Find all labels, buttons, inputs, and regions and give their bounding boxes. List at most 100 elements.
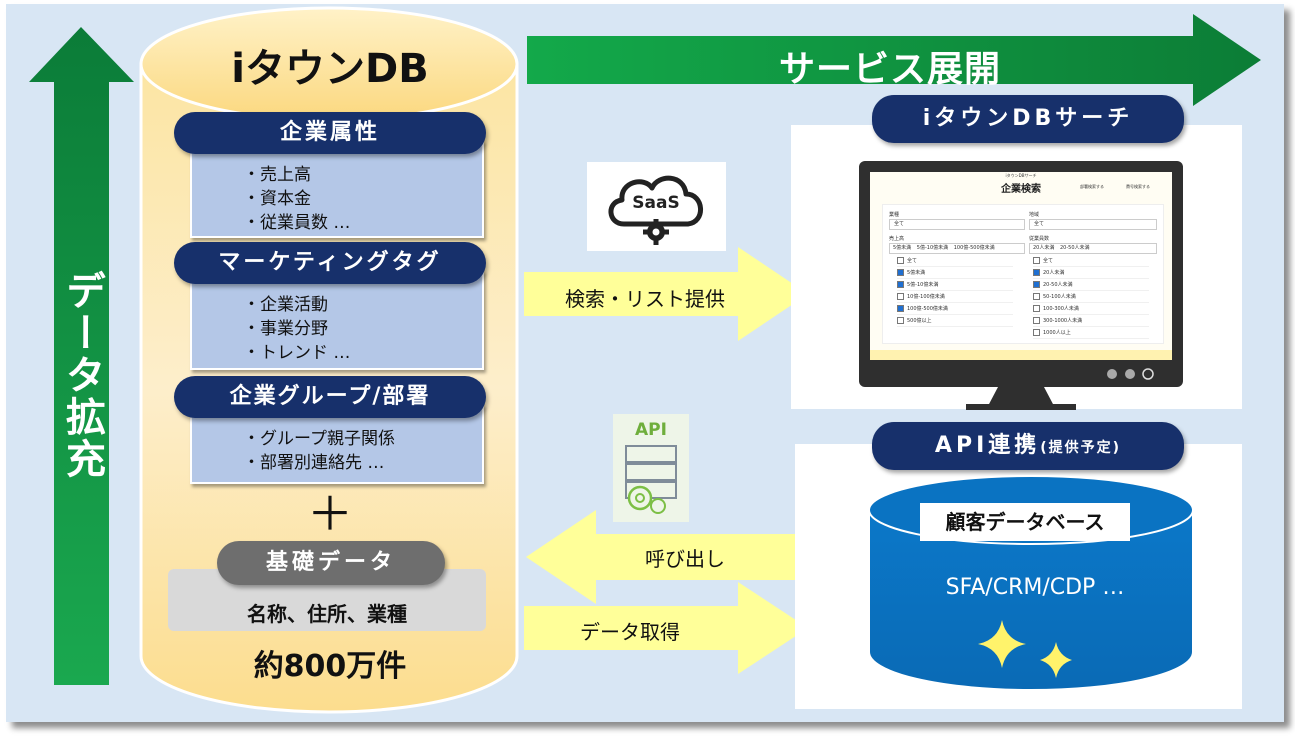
api-server-icon: [625, 445, 677, 514]
screen-option-label: 500億以上: [907, 318, 932, 324]
service-expansion-arrow: [527, 14, 1261, 106]
screen-phone-search-button[interactable]: 費号検索する: [1126, 184, 1150, 189]
screen-option-row[interactable]: 500億以上: [897, 315, 1013, 327]
base-data-label: 基礎データ: [217, 541, 445, 585]
checked-box-icon[interactable]: [1033, 269, 1040, 276]
screen-employees-select[interactable]: 20人未満 20-50人未満: [1029, 243, 1157, 254]
screen-option-label: 5億未満: [907, 270, 926, 276]
api-panel-title: API連携(提供予定): [872, 422, 1184, 470]
section-group-department-label: 企業グループ/部署: [174, 376, 486, 418]
screen-sales-select[interactable]: 5億未満 5億-10億未満 100億-500億未満: [889, 243, 1025, 254]
unchecked-box-icon[interactable]: [1033, 317, 1040, 324]
screen-sales-options: 全て 5億未満 5億-10億未満 10億-100億未満 100億-500億未満 500億以…: [897, 255, 1013, 327]
api-icon-text: API: [635, 420, 667, 440]
saas-icon-text: SaaS: [632, 193, 680, 213]
screen-option-label: 20-50人未満: [1043, 282, 1073, 288]
data-get-arrow: [524, 582, 808, 674]
screen-field-industry: 業種: [889, 212, 900, 218]
screen-option-label: 5億-10億未満: [907, 282, 939, 288]
screen-option-label: 1000人以上: [1043, 330, 1071, 336]
checked-box-icon[interactable]: [897, 281, 904, 288]
list-item: ・部署別連絡先 …: [243, 453, 385, 473]
api-call-arrow: [526, 510, 808, 604]
saas-cloud-icon: [608, 175, 703, 245]
screen-title: 企業検索: [1001, 184, 1041, 195]
section-marketing-tags-box: [190, 270, 484, 370]
plus-icon: ＋: [307, 487, 353, 541]
unchecked-box-icon[interactable]: [1033, 329, 1040, 336]
monitor-screen: iタウンDBサーチ 企業検索 部署検索する 費号検索する 業種 地域 全て 全て…: [870, 172, 1172, 360]
checked-box-icon[interactable]: [897, 305, 904, 312]
db-title: iタウンDB: [231, 46, 429, 92]
unchecked-box-icon[interactable]: [1033, 257, 1040, 264]
screen-option-row[interactable]: 全て: [897, 255, 1013, 267]
screen-industry-select[interactable]: 全て: [889, 219, 1025, 230]
screen-field-region: 地域: [1029, 212, 1040, 218]
list-item: ・トレンド …: [243, 343, 351, 363]
chip: 全て: [1034, 221, 1045, 227]
list-item: ・従業員数 …: [243, 213, 351, 233]
screen-option-label: 50-100人未満: [1043, 294, 1076, 300]
unchecked-box-icon[interactable]: [897, 257, 904, 264]
screen-option-row[interactable]: 100-300人未満: [1033, 303, 1149, 315]
screen-option-row[interactable]: 20-50人未満: [1033, 279, 1149, 291]
screen-option-label: 20人未満: [1043, 270, 1065, 276]
screen-dept-search-button[interactable]: 部署検索する: [1080, 184, 1104, 189]
unchecked-box-icon[interactable]: [1033, 305, 1040, 312]
screen-bottom-strip: [870, 350, 1172, 360]
data-get-label: データ取得: [580, 620, 680, 644]
screen-option-label: 全て: [1043, 258, 1054, 264]
screen-option-row[interactable]: 5億未満: [897, 267, 1013, 279]
api-call-label: 呼び出し: [645, 547, 725, 571]
screen-region-select[interactable]: 全て: [1029, 219, 1157, 230]
list-item: ・グループ親子関係: [243, 429, 395, 449]
chip: 100億-500億未満: [953, 245, 995, 251]
service-expansion-label: サービス展開: [778, 49, 1001, 90]
search-provision-arrow: [524, 247, 808, 341]
screen-option-label: 10億-100億未満: [907, 294, 945, 300]
screen-option-row[interactable]: 全て: [1033, 255, 1149, 267]
checked-box-icon[interactable]: [897, 269, 904, 276]
screen-employee-options: 全て 20人未満 20-50人未満 50-100人未満 100-300人未満 300-10…: [1033, 255, 1149, 339]
base-data-items: 名称、住所、業種: [247, 602, 407, 626]
list-item: ・売上高: [243, 165, 311, 185]
screen-field-sales: 売上高: [889, 236, 905, 242]
chip: 20-50人未満: [1059, 245, 1090, 251]
chip: 20人未満: [1033, 245, 1055, 251]
list-item: ・資本金: [243, 189, 311, 209]
screen-option-row[interactable]: 1000人以上: [1033, 327, 1149, 339]
section-corporate-attributes-label: 企業属性: [174, 112, 486, 154]
screen-brand: iタウンDBサーチ: [1005, 173, 1037, 178]
screen-option-row[interactable]: 10億-100億未満: [897, 291, 1013, 303]
chip: 5億未満: [893, 245, 912, 251]
screen-option-row[interactable]: 20人未満: [1033, 267, 1149, 279]
list-item: ・事業分野: [243, 319, 328, 339]
screen-option-label: 300-1000人未満: [1043, 318, 1083, 324]
chip: 全て: [894, 221, 905, 227]
data-expansion-arrow: [29, 27, 134, 685]
record-count: 約800万件: [253, 649, 407, 684]
customer-db-label: 顧客データベース: [920, 503, 1130, 541]
screen-option-label: 100億-500億未満: [907, 306, 948, 312]
screen-option-row[interactable]: 300-1000人未満: [1033, 315, 1149, 327]
api-panel-title-main: API連携: [934, 433, 1041, 458]
section-marketing-tags-label: マーケティングタグ: [174, 242, 486, 284]
search-provision-label: 検索・リスト提供: [565, 287, 725, 311]
section-corporate-attributes-box: [190, 140, 484, 238]
search-service-title: iタウンDBサーチ: [872, 95, 1184, 143]
unchecked-box-icon[interactable]: [1033, 293, 1040, 300]
screen-option-row[interactable]: 100億-500億未満: [897, 303, 1013, 315]
screen-option-row[interactable]: 5億-10億未満: [897, 279, 1013, 291]
screen-option-label: 全て: [907, 258, 918, 264]
data-expansion-label: データ拡充: [59, 270, 105, 480]
screen-option-row[interactable]: 50-100人未満: [1033, 291, 1149, 303]
unchecked-box-icon[interactable]: [897, 317, 904, 324]
customer-db-items: SFA/CRM/CDP …: [945, 575, 1125, 600]
api-panel-title-sub: (提供予定): [1040, 440, 1122, 456]
screen-field-employees: 従業員数: [1029, 236, 1050, 242]
chip: 5億-10億未満: [916, 245, 949, 251]
screen-form: 業種 地域 全て 全て 売上高 従業員数 5億未満 5億-10億未満 100億-…: [882, 204, 1164, 344]
checked-box-icon[interactable]: [1033, 281, 1040, 288]
unchecked-box-icon[interactable]: [897, 293, 904, 300]
